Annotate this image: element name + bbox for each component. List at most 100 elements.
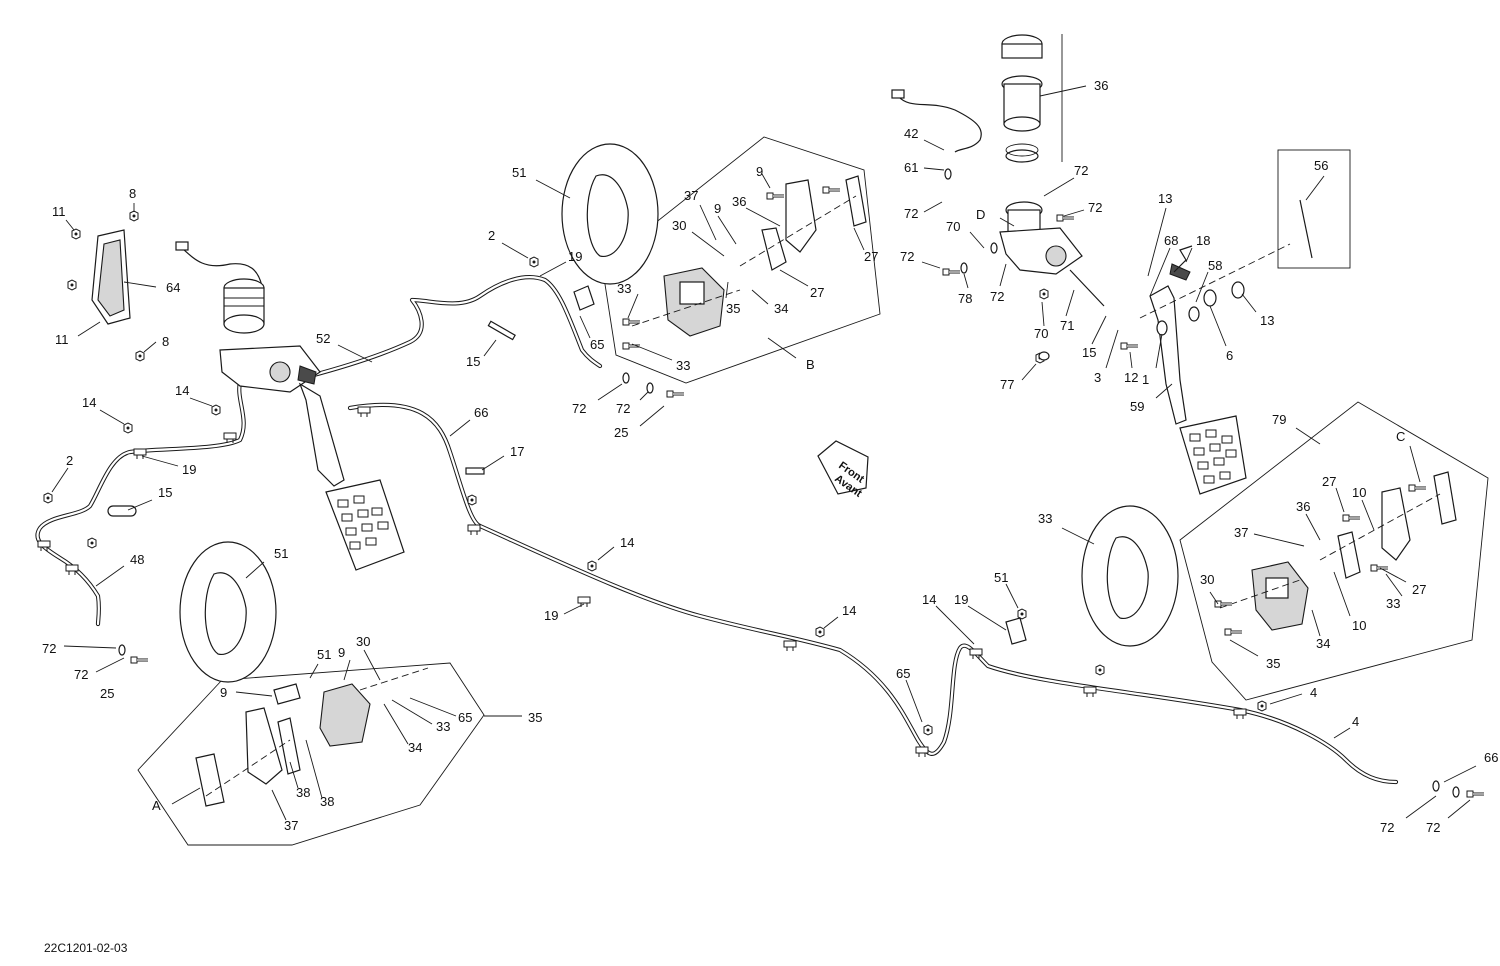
callout: 19: [544, 608, 558, 623]
callout: 72: [42, 641, 56, 656]
callout: 38: [320, 794, 334, 809]
callout: 13: [1158, 191, 1172, 206]
callout: 19: [954, 592, 968, 607]
callout: 72: [74, 667, 88, 682]
drawing-reference: 22C1201-02-03: [44, 941, 128, 955]
brake-disc-b: [561, 143, 659, 285]
callout: 33: [617, 281, 631, 296]
callout: 25: [100, 686, 114, 701]
callout: 78: [958, 291, 972, 306]
callout: 14: [620, 535, 634, 550]
callout: 65: [896, 666, 910, 681]
callout: 37: [284, 818, 298, 833]
callout: 27: [810, 285, 824, 300]
callout: 15: [158, 485, 172, 500]
detail-box-79: [1277, 149, 1351, 269]
callout: 4: [1310, 685, 1317, 700]
callout: 51: [317, 647, 331, 662]
callout: 2: [66, 453, 73, 468]
callout: 8: [162, 334, 169, 349]
brake-line-52: [307, 275, 603, 379]
hardware: [37, 143, 1486, 799]
callout: 33: [676, 358, 690, 373]
callout: 27: [1322, 474, 1336, 489]
callout: 37: [684, 188, 698, 203]
sensor-cable: [175, 89, 982, 287]
right-master-cylinder-assembly: [999, 34, 1313, 495]
callout: 66: [1484, 750, 1498, 765]
callout: 12: [1124, 370, 1138, 385]
callout: 33: [436, 719, 450, 734]
callout: 72: [900, 249, 914, 264]
callout: 65: [590, 337, 604, 352]
callout: 35: [726, 301, 740, 316]
callout: 18: [1196, 233, 1210, 248]
callout: 72: [1074, 163, 1088, 178]
callout: 36: [1296, 499, 1310, 514]
callout: 64: [166, 280, 180, 295]
callout: 2: [488, 228, 495, 243]
callout: 9: [756, 164, 763, 179]
callout: D: [976, 207, 985, 222]
brake-line-48: [35, 379, 246, 627]
callout: 66: [474, 405, 488, 420]
callout: 58: [1208, 258, 1222, 273]
callout: 11: [52, 204, 66, 219]
callout: 79: [1272, 412, 1286, 427]
callout: 51: [512, 165, 526, 180]
detail-box-a: [137, 662, 485, 846]
brake-disc-a: [179, 541, 277, 683]
leader-lines: [51, 85, 1477, 821]
callout: 33: [1038, 511, 1052, 526]
callout: 61: [904, 160, 918, 175]
callout: 14: [175, 383, 189, 398]
callout: 9: [220, 685, 227, 700]
callout: 14: [922, 592, 936, 607]
callout: 72: [616, 401, 630, 416]
callout: 9: [338, 645, 345, 660]
callout: 8: [129, 186, 136, 201]
callout: 42: [904, 126, 918, 141]
callout: 27: [864, 249, 878, 264]
detail-box-b: [601, 136, 881, 384]
callout: 4: [1352, 714, 1359, 729]
callout: 17: [510, 444, 524, 459]
callout: 70: [946, 219, 960, 234]
callout: 71: [1060, 318, 1074, 333]
callout: 30: [1200, 572, 1214, 587]
callout: 30: [672, 218, 686, 233]
callout: 35: [1266, 656, 1280, 671]
callout-labels: 8 11 64 11 8 52 14 14 2 19 15 48 72 72 2…: [42, 78, 1498, 835]
callout: 56: [1314, 158, 1328, 173]
callout: A: [152, 798, 161, 813]
callout: 3: [1094, 370, 1101, 385]
detail-box-c: [1179, 401, 1489, 701]
callout: 11: [55, 332, 69, 347]
callout: 72: [1426, 820, 1440, 835]
callout: 15: [1082, 345, 1096, 360]
front-direction-arrow: Front Avant: [817, 440, 869, 500]
callout: 36: [1094, 78, 1108, 93]
callout: 34: [774, 301, 788, 316]
callout: 6: [1226, 348, 1233, 363]
callout: 72: [1380, 820, 1394, 835]
caliper-b: [631, 175, 867, 337]
callout: 48: [130, 552, 144, 567]
callout: 65: [458, 710, 472, 725]
callout: 70: [1034, 326, 1048, 341]
callout: 34: [1316, 636, 1330, 651]
callout: 68: [1164, 233, 1178, 248]
callout: 9: [714, 201, 721, 216]
callout: 1: [1142, 372, 1149, 387]
callout: 51: [994, 570, 1008, 585]
callout: 30: [356, 634, 370, 649]
caliper-a: [195, 667, 429, 807]
left-master-cylinder-assembly: [91, 229, 405, 571]
callout: 72: [904, 206, 918, 221]
callout: 33: [1386, 596, 1400, 611]
callout: B: [806, 357, 815, 372]
callout: 15: [466, 354, 480, 369]
caliper-c: [1219, 471, 1457, 631]
callout: 19: [568, 249, 582, 264]
